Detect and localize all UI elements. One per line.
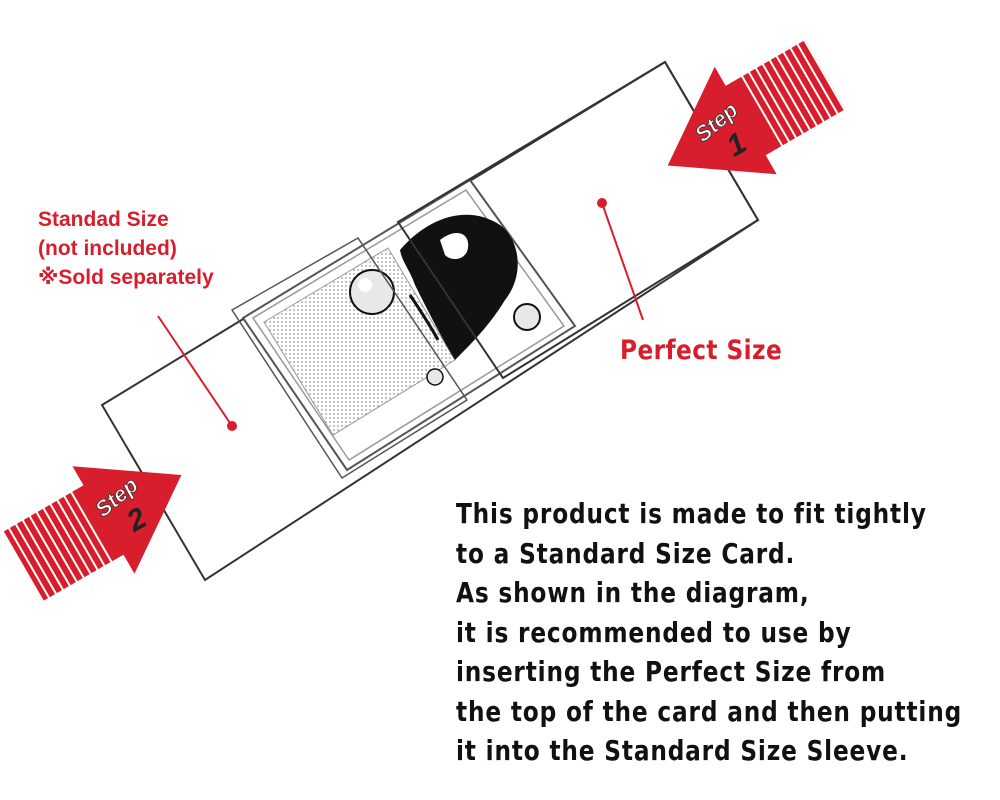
perfect-size-label: Perfect Size	[620, 335, 783, 366]
perfect-size-leader	[601, 202, 644, 321]
instruction-line: it is recommended to use by	[456, 615, 852, 649]
instruction-line: inserting the Perfect Size from	[456, 655, 887, 688]
step2-arrow-icon: Step 2	[3, 466, 182, 601]
standard-size-line-3: ※Sold separately	[38, 266, 214, 289]
instruction-line: it into the Standard Size Sleeve.	[456, 734, 909, 767]
step1-arrow-icon: Step 1	[667, 39, 846, 175]
instruction-line: As shown in the diagram,	[456, 576, 810, 609]
instructions-text: This product is made to fit tightly to a…	[456, 494, 963, 771]
instruction-line: This product is made to fit tightly	[456, 497, 927, 530]
standard-size-leader	[157, 315, 233, 427]
standard-size-label: Standad Size (not included) ※Sold separa…	[38, 205, 214, 292]
standard-size-line-2: (not included)	[38, 237, 177, 260]
standard-size-dot	[227, 421, 237, 431]
card-illustration-icon	[241, 178, 577, 472]
perfect-size-dot	[597, 198, 607, 208]
perfect-size-sleeve	[396, 60, 760, 380]
standard-sleeve-opening	[230, 237, 469, 480]
standard-size-line-1: Standad Size	[38, 208, 169, 231]
instruction-line: the top of the card and then putting	[456, 694, 963, 728]
instruction-line: to a Standard Size Card.	[456, 536, 796, 570]
